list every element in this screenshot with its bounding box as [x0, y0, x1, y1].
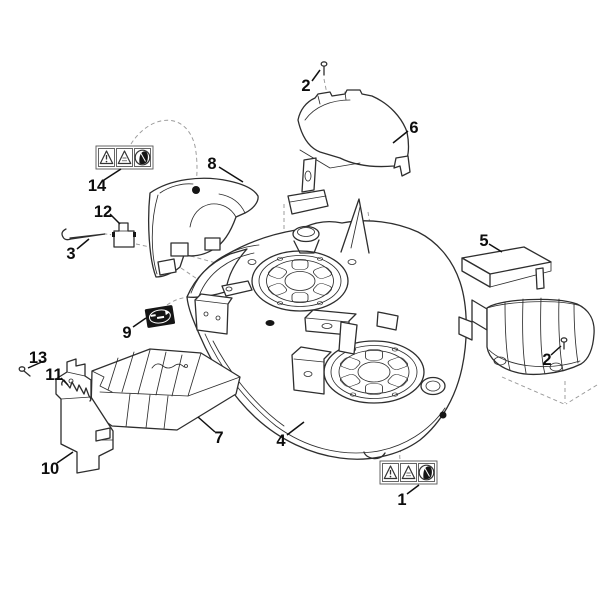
part-2-screw-top: [320, 61, 328, 76]
warning-triangle-exclamation-icon: [99, 150, 114, 165]
safety-label-1: [379, 460, 438, 485]
part-3-rod: [61, 228, 106, 241]
thrown-objects-circle-icon: [418, 464, 435, 481]
part-13-screw: [18, 366, 31, 377]
leader-lines: [27, 69, 562, 495]
callout-6-label: 6: [409, 119, 418, 137]
callout-11-label: 11: [45, 366, 62, 384]
part-4-mower-deck-drawing: [186, 198, 467, 460]
callout-9-label: 9: [122, 324, 131, 342]
warning-triangle-exclamation-icon: [383, 465, 398, 480]
callout-labels: 1 2 2 3 4 5 6 7 8 9 10 11 12 13 14: [29, 77, 552, 509]
callout-12-label: 12: [94, 203, 112, 221]
part-6-belt-cover-drawing: [287, 89, 411, 215]
part-12-clip: [112, 222, 136, 248]
part-5-cover-drawing: [458, 246, 595, 376]
callout-5-label: 5: [479, 232, 488, 250]
callout-7-label: 7: [214, 429, 223, 447]
callout-10-label: 10: [41, 460, 59, 478]
label-position-dot: [192, 186, 200, 194]
part-8-deflector-chute-drawing: [148, 177, 259, 278]
safety-label-14: [95, 145, 154, 170]
part-9-decal: [144, 305, 176, 328]
warning-triangle-instructions-icon: [117, 150, 132, 165]
thrown-objects-circle-icon: [134, 149, 151, 166]
warning-triangle-instructions-icon: [401, 465, 416, 480]
callout-13-label: 13: [29, 349, 47, 367]
callout-2-top-label: 2: [301, 77, 310, 95]
label-position-dot: [439, 411, 447, 419]
callout-3-label: 3: [66, 245, 75, 263]
callout-1-label: 1: [397, 491, 406, 509]
callout-4-label: 4: [276, 432, 286, 450]
callout-14-label: 14: [88, 177, 107, 195]
part-2-screw-right: [560, 337, 568, 350]
callout-2-right-label: 2: [542, 351, 551, 369]
callout-8-label: 8: [207, 155, 216, 173]
